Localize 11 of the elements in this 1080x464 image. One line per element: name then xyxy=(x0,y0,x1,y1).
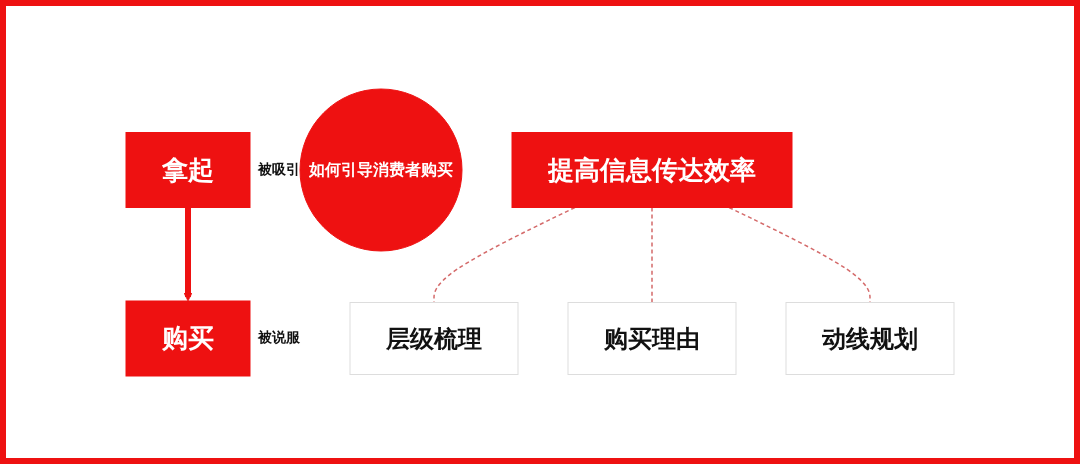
connector xyxy=(651,206,653,303)
node-box xyxy=(349,301,519,375)
node-circle xyxy=(299,88,463,251)
node-box xyxy=(125,300,251,376)
arrow xyxy=(183,207,193,301)
node-box xyxy=(511,131,793,208)
node-box xyxy=(125,131,251,208)
node-box xyxy=(567,301,737,375)
side-caption: 被吸引 xyxy=(258,160,300,179)
side-caption: 被说服 xyxy=(258,329,300,347)
node-box xyxy=(785,301,955,375)
